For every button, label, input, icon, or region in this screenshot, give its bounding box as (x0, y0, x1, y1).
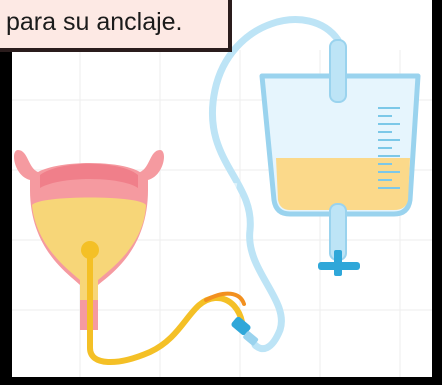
bottom-frame-border (0, 377, 442, 385)
catheter-icon (81, 241, 259, 366)
caption-box: para su anclaje. (0, 0, 232, 52)
drainage-tube-icon (208, 16, 342, 353)
caption-text: para su anclaje. (6, 8, 183, 36)
drainage-bag-icon (259, 39, 421, 276)
watermark-text: va (200, 170, 240, 210)
right-frame-border (432, 0, 442, 385)
left-frame-border (0, 0, 12, 385)
